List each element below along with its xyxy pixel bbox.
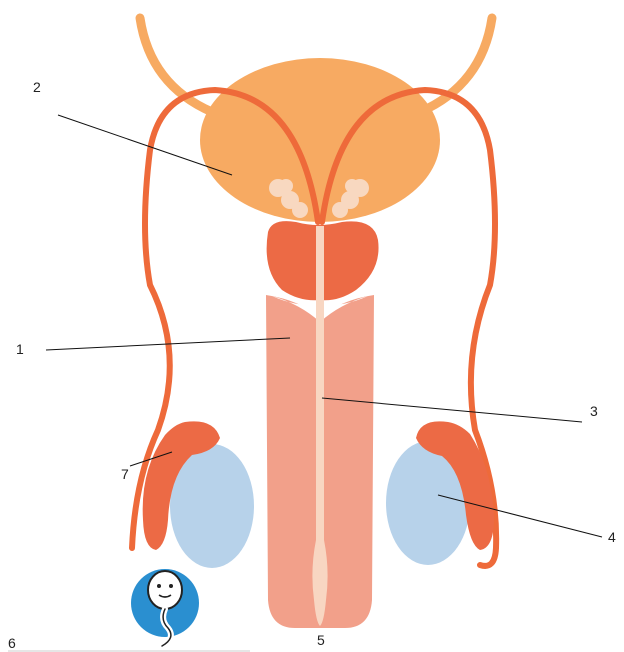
label-6: 6 — [8, 635, 16, 651]
left-ureter — [140, 18, 212, 112]
label-7: 7 — [121, 466, 129, 482]
label-3: 3 — [590, 403, 598, 419]
label-2: 2 — [33, 79, 41, 95]
sperm-badge — [131, 569, 199, 646]
label-4: 4 — [608, 529, 616, 545]
bladder — [200, 58, 440, 222]
label-1: 1 — [16, 341, 24, 357]
label-5: 5 — [317, 632, 325, 648]
